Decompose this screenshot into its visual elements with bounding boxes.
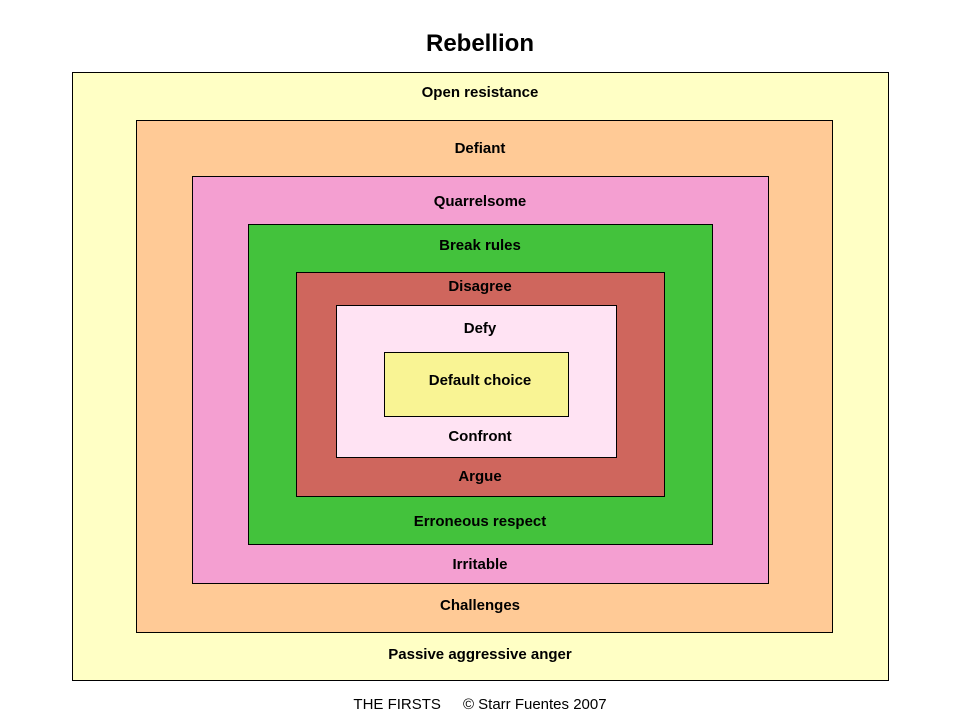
label-disagree: Disagree (448, 278, 512, 295)
label-passive-aggressive-anger: Passive aggressive anger (388, 646, 572, 663)
label-open-resistance: Open resistance (421, 84, 539, 101)
label-erroneous-respect: Erroneous respect (413, 513, 547, 530)
footer-copyright: © Starr Fuentes 2007 (462, 696, 607, 713)
footer-left-text: THE FIRSTS (353, 696, 441, 713)
label-confront: Confront (448, 428, 512, 445)
layer-default-choice (384, 352, 569, 417)
label-challenges: Challenges (439, 597, 521, 614)
label-defiant: Defiant (454, 140, 506, 157)
diagram-title: Rebellion (425, 30, 534, 57)
label-irritable: Irritable (452, 556, 508, 573)
label-break-rules: Break rules (439, 237, 521, 254)
label-quarrelsome: Quarrelsome (433, 193, 527, 210)
label-argue: Argue (458, 468, 502, 485)
label-defy: Defy (463, 320, 497, 337)
label-default-choice: Default choice (428, 372, 532, 389)
footer: THE FIRSTS © Starr Fuentes 2007 (0, 695, 960, 715)
